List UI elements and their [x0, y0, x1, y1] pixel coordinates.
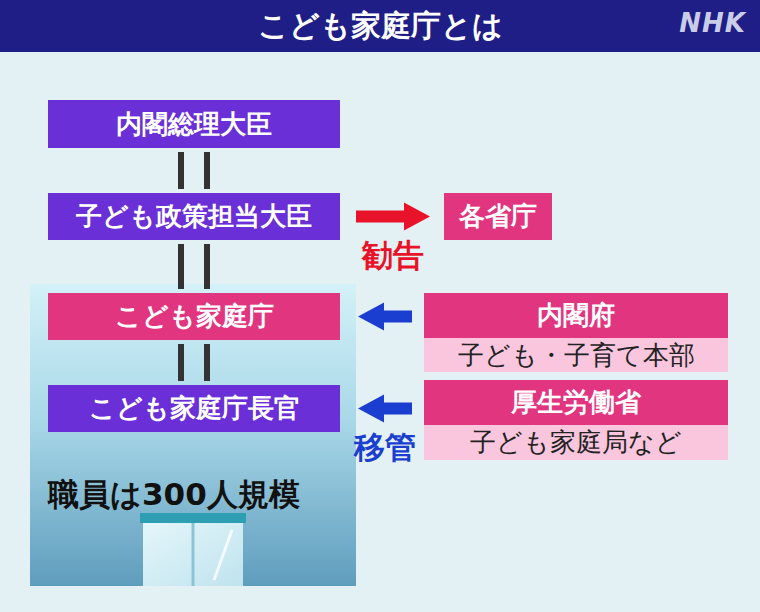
process-box: 内閣総理大臣 — [48, 100, 340, 148]
page-title: こども家庭庁とは — [0, 0, 760, 52]
box-heading: 内閣府 — [424, 293, 728, 338]
arrow — [356, 203, 430, 231]
connector — [358, 395, 412, 423]
box-label: 子ども政策担当大臣 — [76, 199, 312, 234]
box-label: 内閣総理大臣 — [116, 107, 272, 142]
process-box: 各省庁 — [444, 193, 552, 240]
connector — [358, 303, 412, 331]
process-box: こども家庭庁長官 — [48, 385, 340, 432]
staff-note: 職員は300人規模 — [48, 474, 300, 516]
connector-bar — [204, 344, 210, 381]
connector — [181, 344, 207, 381]
box-heading: 厚生労働省 — [424, 380, 728, 425]
arrow-label: 勧告 — [362, 235, 424, 277]
process-box: 子ども政策担当大臣 — [48, 193, 340, 240]
box-body: 子ども家庭局など — [424, 425, 728, 460]
connector — [181, 152, 207, 189]
logo-mark: NHK — [679, 8, 746, 38]
connector — [181, 244, 207, 289]
box-body: 子ども・子育て本部 — [424, 338, 728, 372]
connector-bar — [178, 344, 184, 381]
box-label: こども家庭庁長官 — [89, 391, 300, 426]
connector-bar — [178, 152, 184, 189]
connector-bar — [204, 152, 210, 189]
connector — [356, 203, 430, 231]
building-panel: 職員は300人規模 こども家庭庁こども家庭庁長官 — [30, 284, 356, 586]
box-label: こども家庭庁 — [115, 299, 274, 334]
arrow-label: 移管 — [354, 427, 416, 469]
connector-bar — [204, 244, 210, 289]
arrow — [358, 303, 412, 331]
connector-bar — [178, 244, 184, 289]
glass-door — [143, 523, 243, 586]
building-wall — [30, 284, 356, 586]
arrow — [358, 395, 412, 423]
transfer-source-box: 厚生労働省子ども家庭局など — [424, 380, 728, 460]
door-divider — [192, 523, 195, 586]
transfer-source-box: 内閣府子ども・子育て本部 — [424, 293, 728, 372]
door-frame — [140, 513, 246, 523]
process-box: こども家庭庁 — [48, 293, 340, 340]
glass-glint — [214, 530, 232, 580]
box-label: 各省庁 — [459, 199, 537, 234]
